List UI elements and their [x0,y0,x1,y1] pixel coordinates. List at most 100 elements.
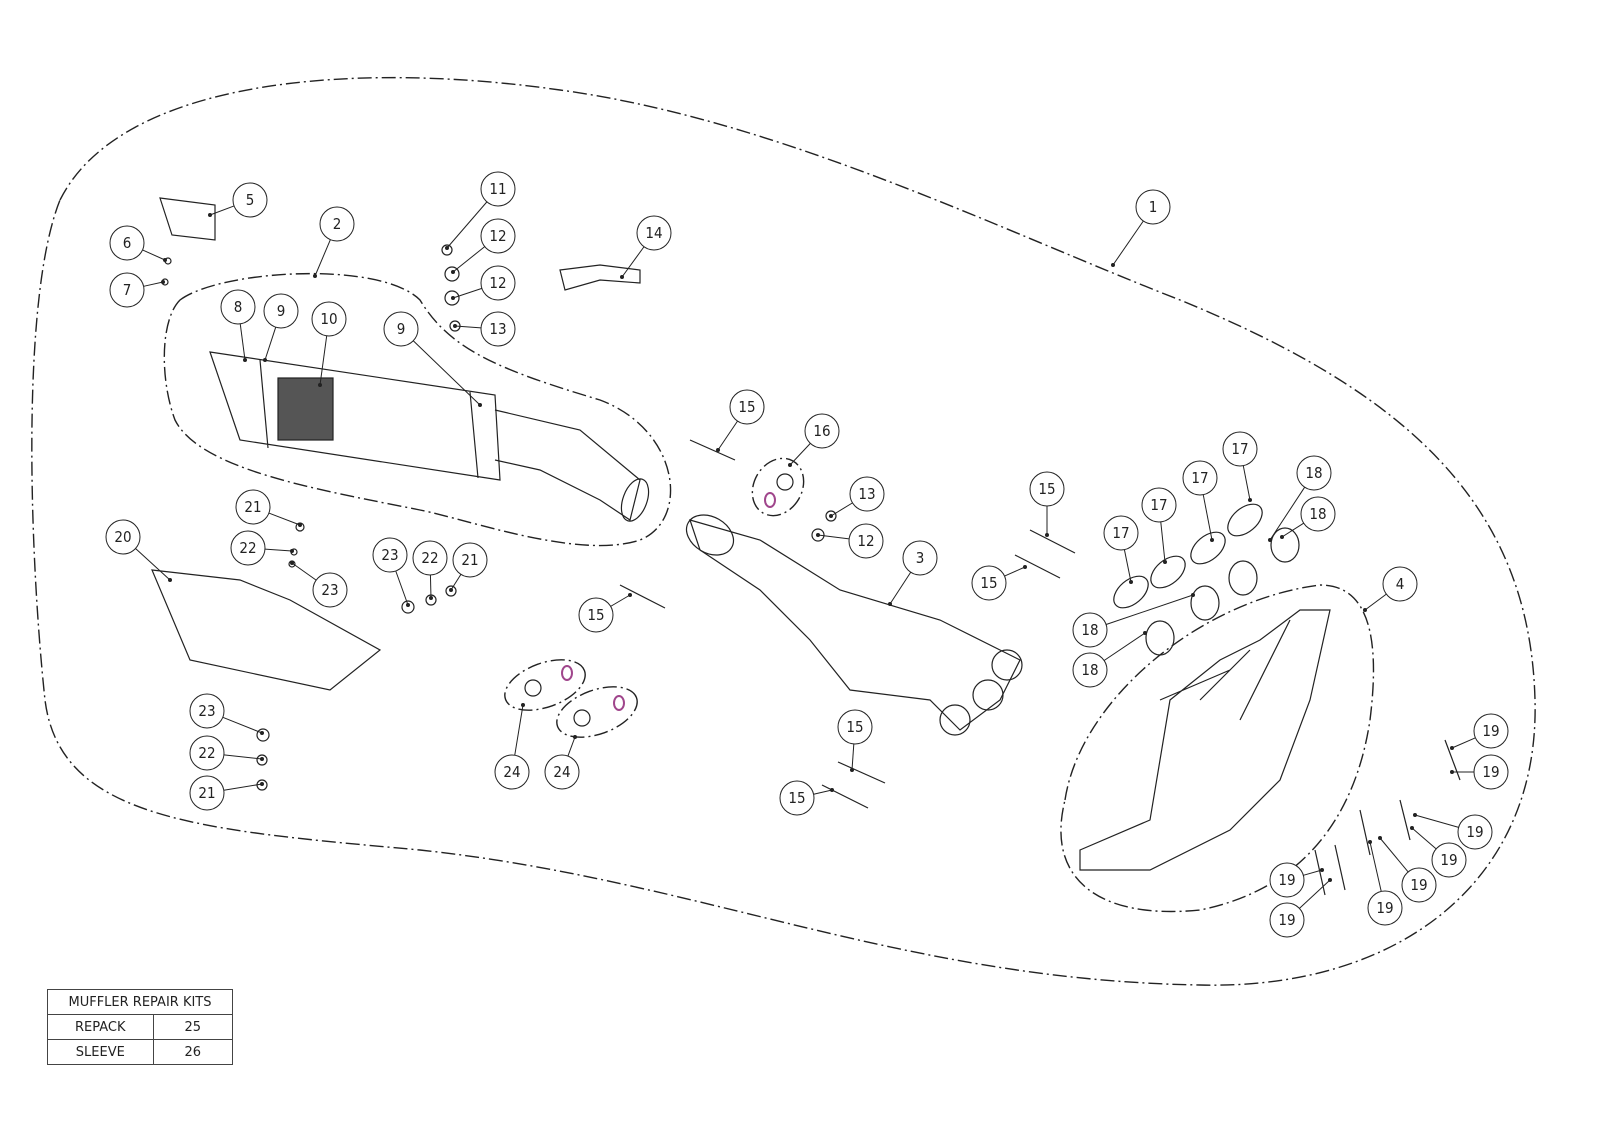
callout-circle [494,754,530,790]
leader-line [452,246,486,273]
leader-line [268,512,301,526]
callout-circle [480,311,516,347]
callout-number: 19 [1466,823,1483,841]
callout-number: 19 [1410,876,1427,894]
muffler-repair-kits-table: MUFFLER REPAIR KITS REPACK 25 SLEEVE 26 [47,989,234,1065]
callout-number: 15 [1038,480,1055,498]
callout-circle [848,523,884,559]
muffler-boundary-2 [163,272,672,547]
leader-line [1112,220,1144,266]
leader-dot [521,703,525,707]
callout-number: 6 [123,234,132,252]
mid-pipe-3 [689,519,1021,731]
leader-dot [1450,770,1454,774]
leader-dot [429,596,433,600]
kit-code: 25 [152,1014,234,1040]
leader-line [514,704,524,756]
leader-dot [168,578,172,582]
callout-circle [312,572,348,608]
leader-dot [888,602,892,606]
callout-number: 10 [320,310,337,328]
callout-number: 15 [587,606,604,624]
callout-circle [383,311,419,347]
leader-dot [243,358,247,362]
leader-dot [1163,560,1167,564]
callout-23: 23 [372,537,410,607]
table-title: MUFFLER REPAIR KITS [47,989,233,1015]
callout-circle [105,519,141,555]
callout-circle [578,597,614,633]
callout-21: 21 [235,489,302,527]
callout-number: 8 [234,298,243,316]
leader-line [1369,841,1382,892]
leader-dot [829,514,833,518]
callout-8: 8 [220,289,256,362]
callout-20: 20 [105,519,172,582]
callout-21: 21 [189,775,264,811]
callout-circle [837,709,873,745]
callout-circle [1135,189,1171,225]
leader-dot [1413,813,1417,817]
callout-23: 23 [189,693,264,735]
leader-dot [445,246,449,250]
callout-14: 14 [620,215,672,279]
callout-circle [636,215,672,251]
callout-circle [189,775,225,811]
callout-11: 11 [445,171,516,250]
callout-18: 18 [1072,631,1147,688]
callout-6: 6 [109,225,167,262]
leader-line [621,246,645,278]
callout-number: 22 [239,539,256,557]
leader-line [1303,869,1323,876]
callout-number: 17 [1191,469,1208,487]
leader-dot [290,549,294,553]
callout-21: 21 [449,542,488,592]
leader-line [1414,814,1459,828]
leader-line [817,534,850,540]
leader-line [1105,594,1194,626]
kit-name: SLEEVE [47,1039,154,1065]
callout-circle [230,530,266,566]
leader-line [1202,494,1213,541]
callout-circle [480,265,516,301]
leader-line [135,548,171,581]
callout-number: 4 [1396,575,1405,593]
leader-dot [161,280,165,284]
leader-line [813,789,833,795]
callout-number: 14 [645,224,662,242]
callout-circle [779,780,815,816]
link-pipe [494,409,641,521]
callout-number: 9 [277,302,286,320]
leader-dot [816,533,820,537]
callout-circle [1401,867,1437,903]
leader-dot [1320,868,1324,872]
kit-code: 26 [152,1039,234,1065]
callout-22: 22 [412,540,448,600]
clamps-17 [1113,503,1263,609]
small-fasteners [161,244,837,791]
callout-18: 18 [1280,496,1336,539]
leader-dot [850,768,854,772]
callout-circle [263,293,299,329]
callout-number: 9 [397,320,406,338]
callout-19: 19 [1269,862,1324,898]
callout-number: 12 [857,532,874,550]
leader-line [264,327,277,361]
callout-circle [235,489,271,525]
callout-number: 23 [198,702,215,720]
callout-circle [1300,496,1336,532]
leader-dot [406,603,410,607]
callout-circle [1296,455,1332,491]
callout-number: 5 [246,191,255,209]
callout-number: 18 [1081,661,1098,679]
leader-line [789,443,811,466]
table-row: SLEEVE 26 [47,1039,234,1065]
leader-dot [830,788,834,792]
kit-name: REPACK [47,1014,154,1040]
table-row: REPACK 25 [47,1014,234,1040]
callout-15: 15 [779,780,834,816]
callout-number: 22 [198,744,215,762]
callout-number: 11 [489,180,506,198]
